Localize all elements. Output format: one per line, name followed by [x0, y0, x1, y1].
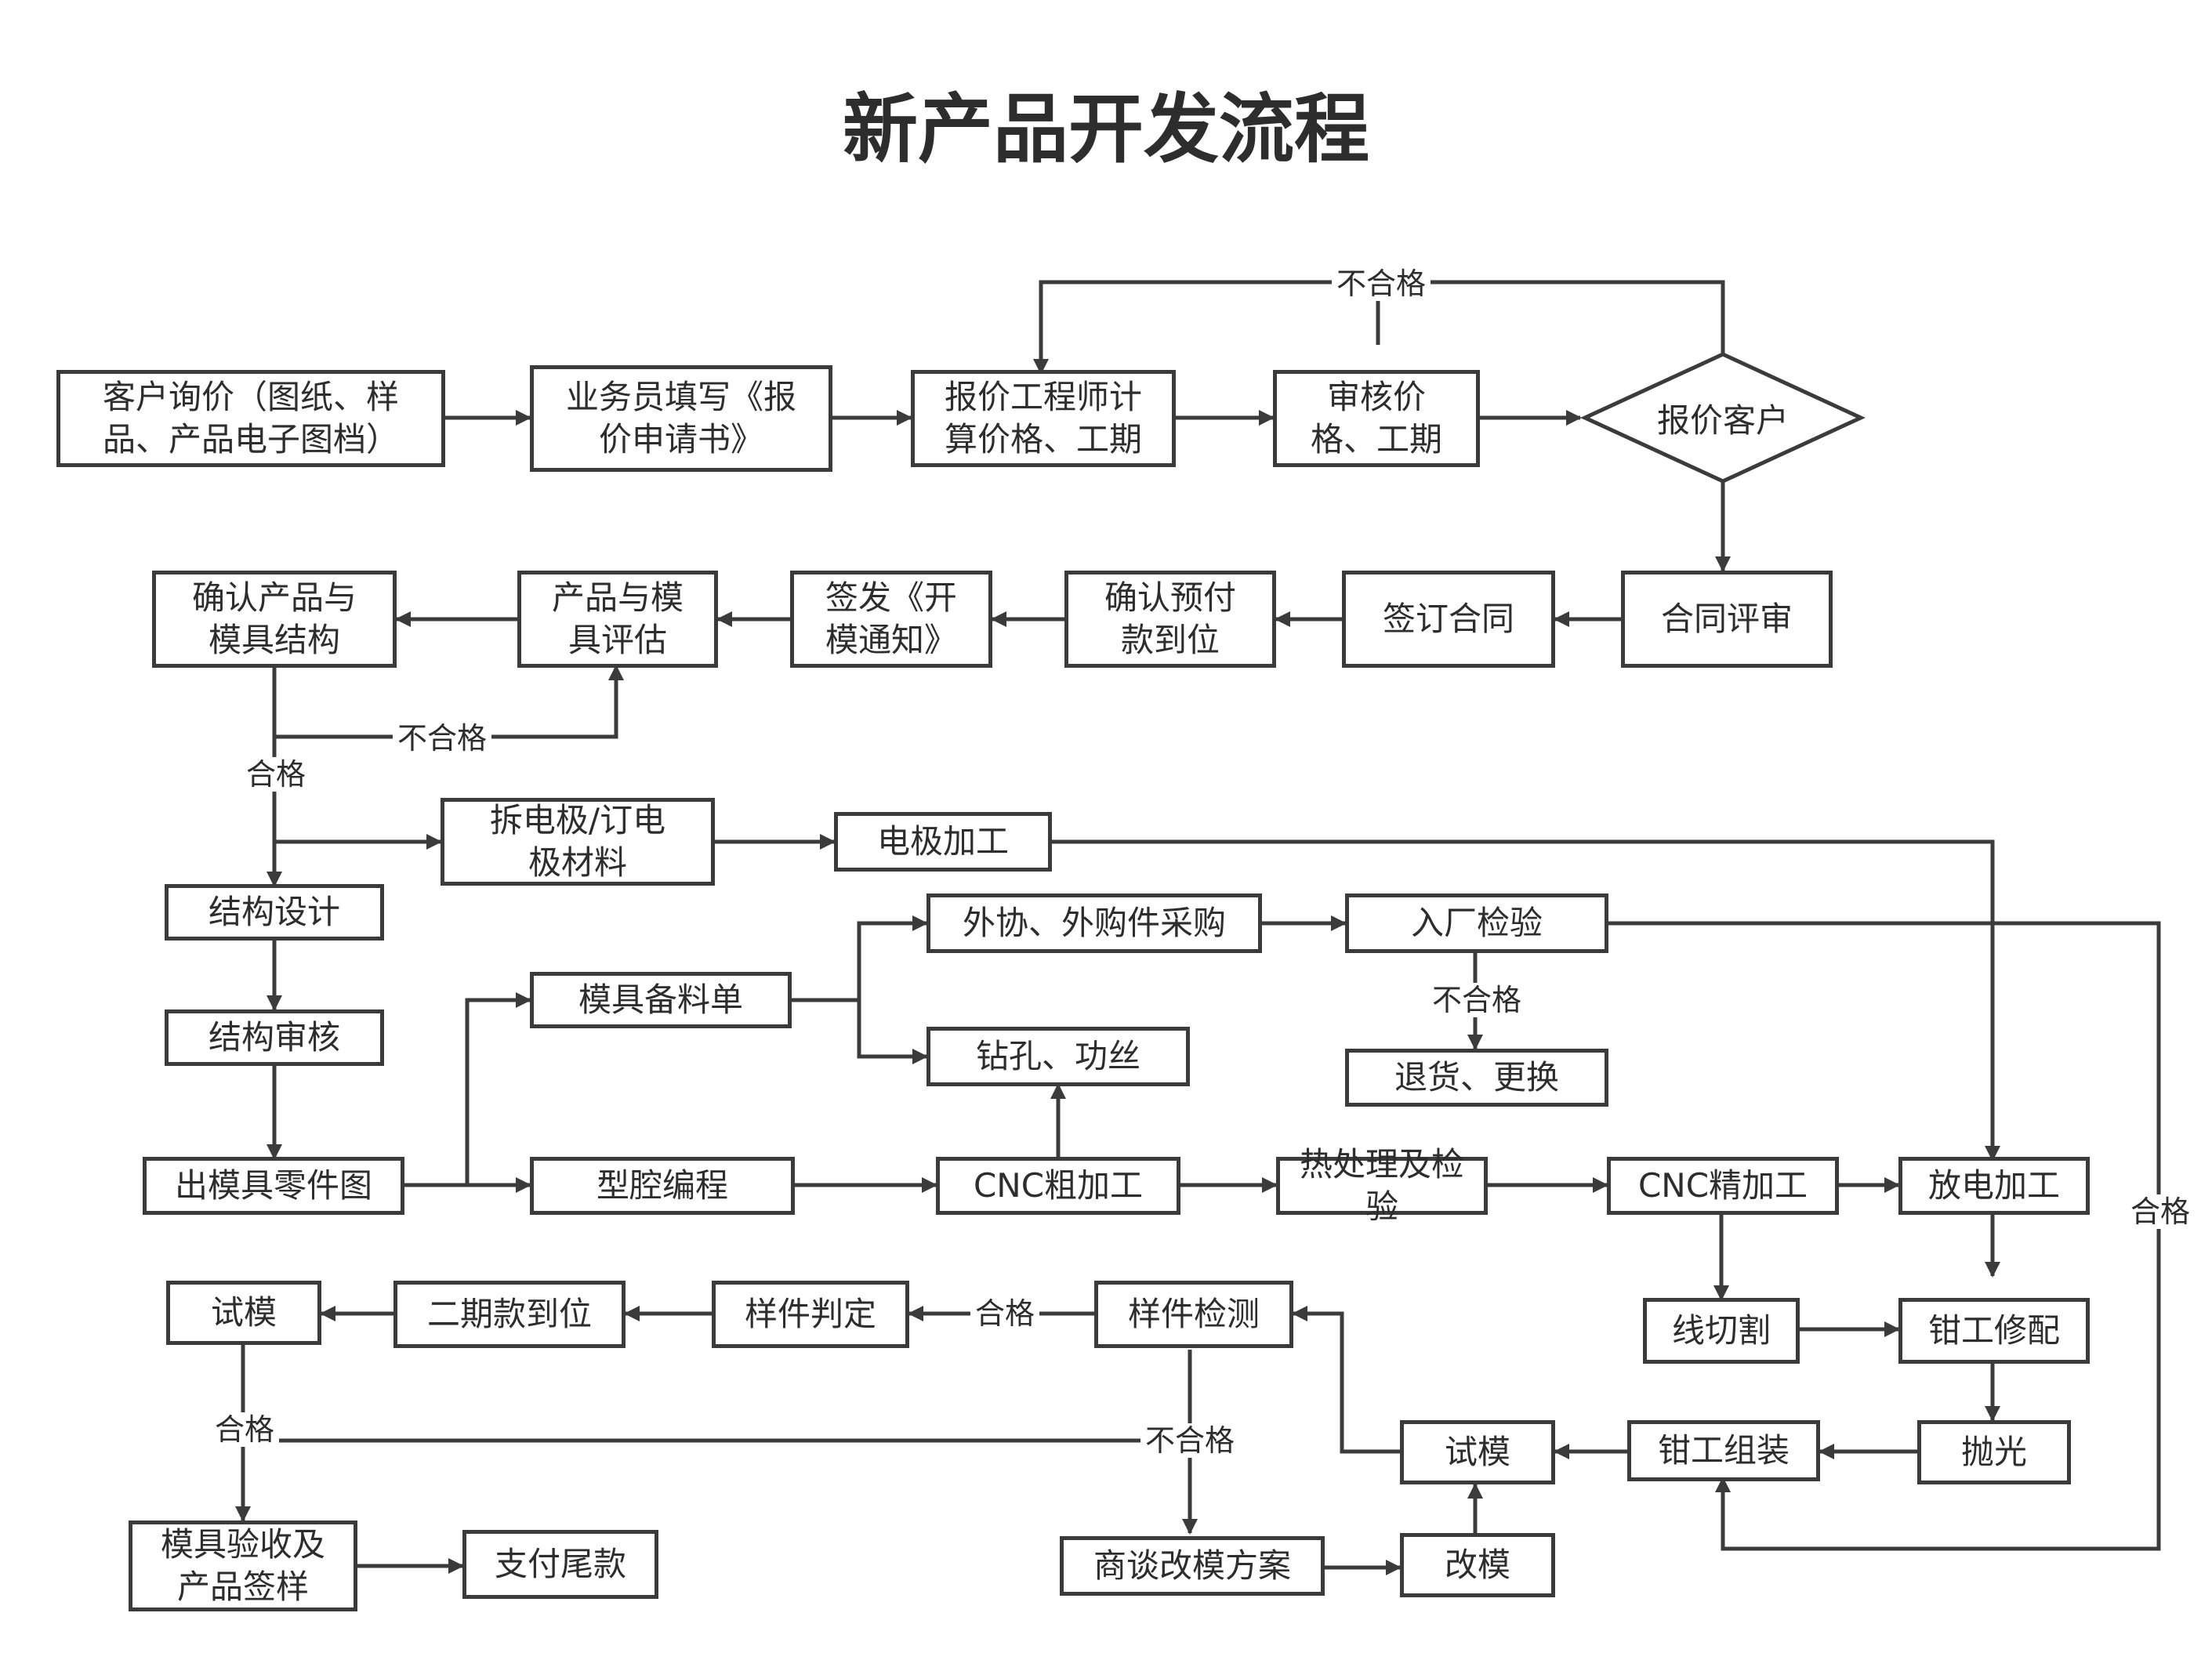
- node-mold-parts-drawing: 出模具零件图: [143, 1157, 404, 1215]
- node-sample-judge: 样件判定: [712, 1281, 909, 1348]
- node-heat-treatment: 热处理及检验: [1276, 1145, 1488, 1226]
- node-drilling-tapping: 钻孔、功丝: [927, 1027, 1190, 1086]
- decision-diamond: [1580, 352, 1866, 484]
- node-electrode-machining: 电极加工: [834, 812, 1052, 872]
- node-modify-mold: 改模: [1400, 1533, 1555, 1597]
- node-product-mold-eval: 产品与模 具评估: [517, 571, 718, 668]
- edge-label-fail: 不合格: [392, 721, 492, 756]
- node-edm: 放电加工: [1898, 1157, 2090, 1215]
- node-confirm-prepay: 确认预付 款到位: [1064, 571, 1276, 668]
- node-sign-contract: 签订合同: [1342, 571, 1555, 668]
- edge-label-pass: 合格: [970, 1296, 1040, 1331]
- node-sample-test: 样件检测: [1094, 1281, 1293, 1348]
- node-final-payment: 支付尾款: [462, 1530, 658, 1599]
- node-confirm-structure: 确认产品与 模具结构: [152, 571, 397, 668]
- node-inquiry: 客户询价（图纸、样 品、产品电子图档）: [56, 370, 445, 467]
- node-cnc-finish: CNC精加工: [1607, 1157, 1839, 1215]
- node-mold-notice: 签发《开 模通知》: [790, 571, 992, 668]
- edge-label-pass: 合格: [209, 1412, 280, 1447]
- node-trial-mold-left: 试模: [166, 1281, 321, 1345]
- node-cavity-programming: 型腔编程: [530, 1157, 795, 1215]
- node-incoming-inspection: 入厂检验: [1345, 893, 1608, 953]
- node-quote-request: 业务员填写《报 价申请书》: [530, 365, 832, 472]
- node-wire-cut: 线切割: [1643, 1298, 1800, 1364]
- decision-quote-customer: 报价客户: [1656, 401, 1789, 440]
- node-contract-review: 合同评审: [1621, 571, 1833, 668]
- edge-label-fail: 不合格: [1331, 266, 1431, 301]
- page-title: 新产品开发流程: [843, 85, 1369, 173]
- node-review-price: 审核价 格、工期: [1273, 370, 1480, 467]
- connector: [404, 992, 531, 1187]
- node-engineer-quote: 报价工程师计 算价格、工期: [911, 370, 1176, 467]
- node-return-replace: 退货、更换: [1345, 1049, 1608, 1107]
- edge-label-pass: 合格: [2125, 1194, 2196, 1229]
- node-fitter-fitting: 钳工修配: [1898, 1298, 2090, 1364]
- connector: [1052, 839, 2000, 1162]
- connector: [1608, 921, 2161, 1551]
- node-polishing: 抛光: [1917, 1420, 2071, 1484]
- node-electrode-material: 拆电极/订电 极材料: [441, 798, 715, 886]
- connector: [274, 665, 624, 739]
- connector: [792, 915, 928, 1002]
- node-cnc-rough: CNC粗加工: [936, 1157, 1180, 1215]
- node-structure-design: 结构设计: [165, 884, 384, 941]
- node-mold-bom: 模具备料单: [530, 972, 792, 1028]
- edge-label-pass: 合格: [241, 757, 311, 792]
- edge-label-fail: 不合格: [1140, 1423, 1240, 1458]
- node-second-payment: 二期款到位: [393, 1281, 626, 1348]
- connector: [857, 1000, 928, 1064]
- node-acceptance: 模具验收及 产品签样: [129, 1520, 357, 1611]
- node-trial-mold-right: 试模: [1400, 1420, 1555, 1484]
- edge-label-fail: 不合格: [1427, 983, 1527, 1017]
- node-structure-review: 结构审核: [165, 1009, 384, 1066]
- node-outsourcing-purchase: 外协、外购件采购: [927, 893, 1262, 953]
- node-negotiate-plan: 商谈改模方案: [1060, 1536, 1325, 1596]
- connector: [1292, 1306, 1400, 1454]
- node-fitter-assembly: 钳工组装: [1627, 1420, 1820, 1481]
